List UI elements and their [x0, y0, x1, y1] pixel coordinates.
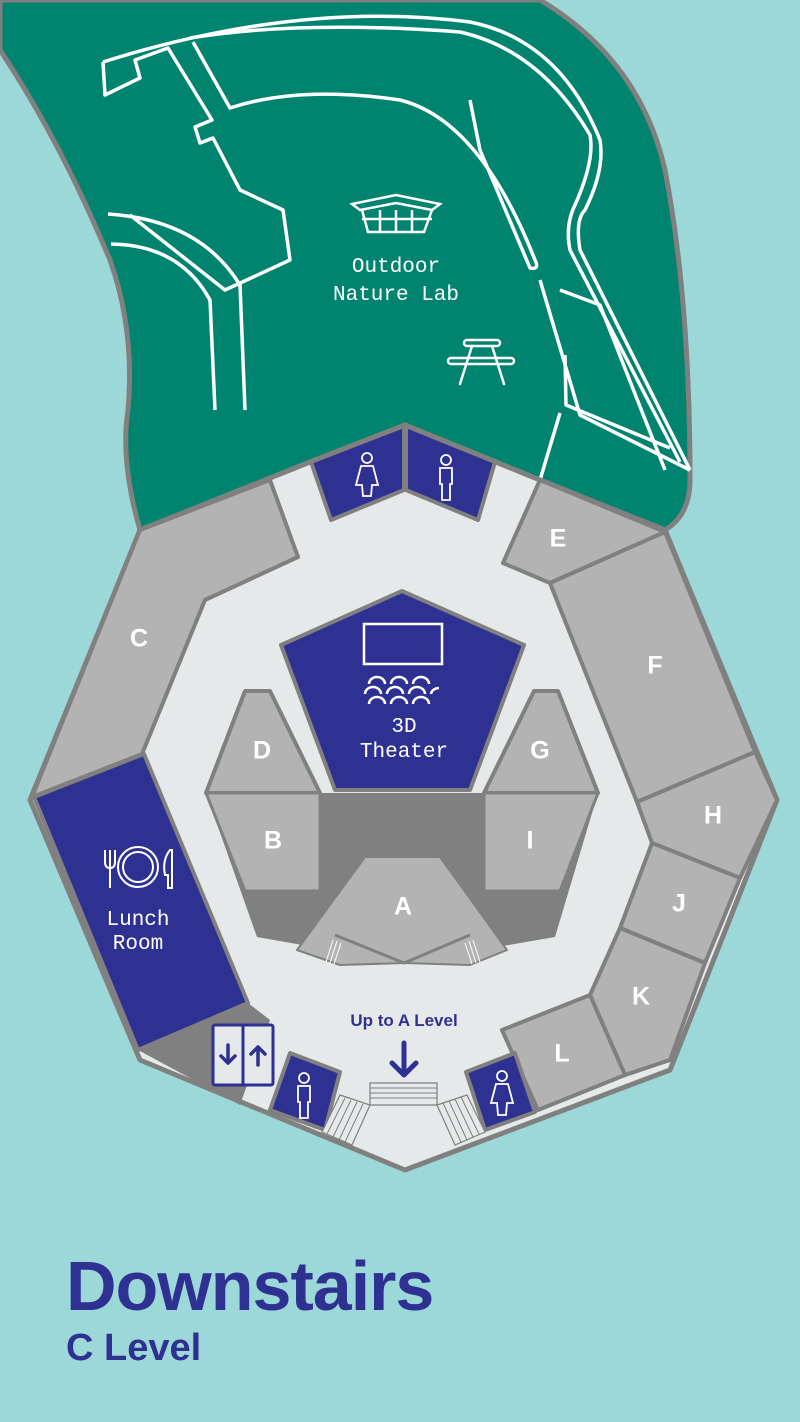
room-k[interactable]: K [588, 926, 707, 1077]
room-c-label: C [130, 625, 148, 653]
arrow-down-icon [389, 1040, 419, 1078]
room-b[interactable]: B [204, 791, 322, 893]
picnic-table-icon [446, 338, 516, 386]
lunch-room-label-line1: Lunch [106, 909, 169, 932]
floor-title: Downstairs [66, 1247, 434, 1325]
room-i[interactable]: I [482, 791, 600, 893]
gazebo-icon [349, 193, 443, 234]
room-i-label: I [527, 827, 534, 855]
men-restroom-icon [439, 454, 453, 501]
outdoor-lab-label-line2: Nature Lab [333, 284, 459, 307]
room-h-label: H [704, 802, 722, 830]
theater-label-line1: 3D [391, 716, 416, 739]
3d-theater[interactable]: 3D Theater [279, 589, 526, 792]
room-l-label: L [554, 1040, 569, 1068]
room-f-label: F [647, 652, 662, 680]
room-k-label: K [632, 983, 650, 1011]
outdoor-nature-lab-area[interactable]: Outdoor Nature Lab [0, 0, 693, 534]
room-h[interactable]: H [635, 750, 779, 880]
fork-plate-knife-icon [104, 846, 173, 889]
men-restroom-icon [297, 1072, 311, 1119]
outdoor-lab-label-line1: Outdoor [352, 256, 440, 279]
elevator-down-up-icon [219, 1043, 267, 1067]
floor-title-block: Downstairs C Level [66, 1246, 434, 1370]
room-a-label: A [394, 893, 412, 921]
main-stairs[interactable] [321, 1082, 486, 1146]
restroom-women-bottom[interactable] [464, 1051, 537, 1132]
room-a[interactable]: A [296, 856, 508, 966]
floor-level: C Level [66, 1327, 202, 1369]
lunch-room-label-line2: Room [113, 933, 163, 956]
women-restroom-icon [354, 452, 380, 497]
room-b-label: B [264, 827, 282, 855]
room-d-label: D [253, 737, 271, 765]
movie-screen-seats-icon [362, 622, 444, 705]
elevator[interactable] [211, 1023, 275, 1087]
room-j[interactable]: J [618, 841, 742, 965]
stairs-up-label: Up to A Level [350, 1011, 457, 1030]
room-g-label: G [530, 737, 549, 765]
theater-label-line2: Theater [360, 741, 448, 764]
women-restroom-icon [489, 1070, 515, 1116]
room-e-label: E [550, 525, 567, 553]
room-j-label: J [672, 890, 686, 918]
restroom-men-top[interactable] [404, 424, 497, 522]
